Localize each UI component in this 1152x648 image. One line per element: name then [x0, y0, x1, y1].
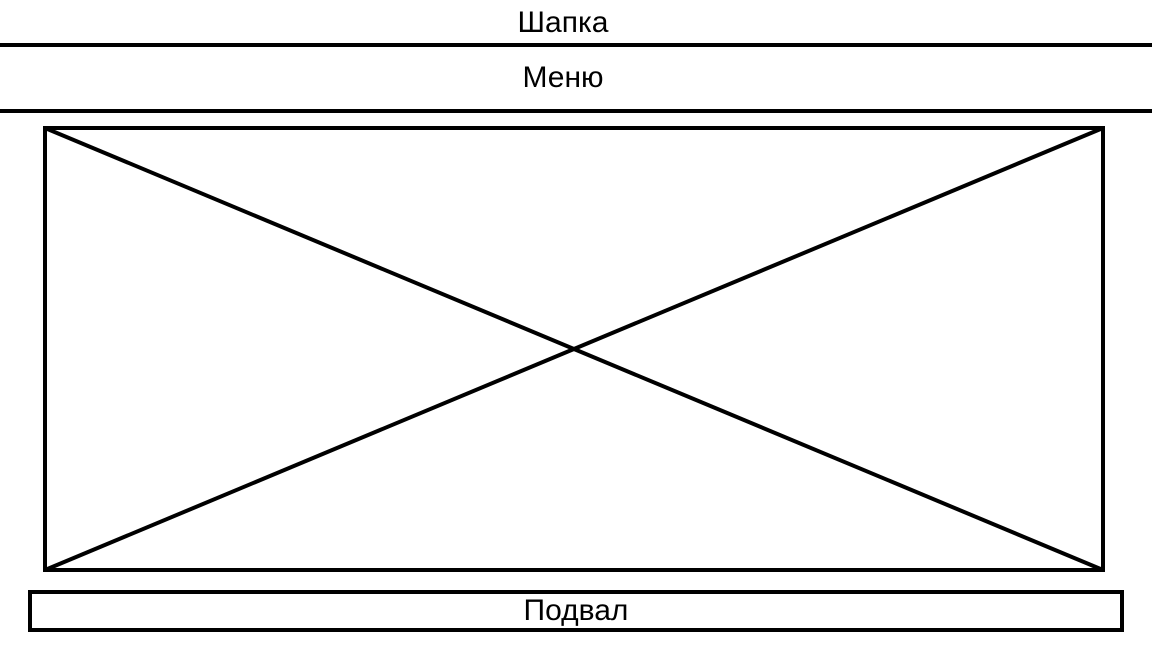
- header-divider: [0, 43, 1152, 47]
- footer-box: Подвал: [28, 590, 1124, 632]
- placeholder-frame: [43, 126, 1105, 572]
- footer-label: Подвал: [523, 594, 629, 627]
- menu-divider: [0, 109, 1152, 113]
- header-label: Шапка: [517, 6, 609, 39]
- placeholder-diagonal-2: [44, 126, 1104, 572]
- menu-label: Меню: [522, 61, 604, 94]
